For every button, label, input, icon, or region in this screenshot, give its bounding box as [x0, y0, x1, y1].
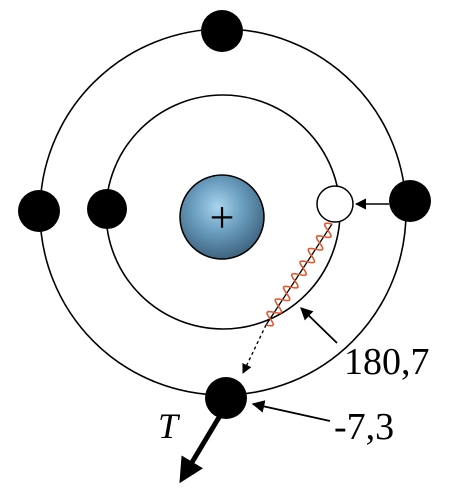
ejected-electron-arrow: [182, 414, 221, 479]
electron-outer-right: [389, 180, 431, 222]
pointer-transition-energy: [301, 308, 337, 343]
electron-inner-left: [87, 189, 127, 229]
nucleus-plus-sign: +: [210, 193, 235, 242]
vacancy-hole: [317, 186, 353, 222]
electron-outer-top: [201, 10, 243, 52]
label-transition-energy: 180,7: [344, 341, 430, 383]
dashed-arrow-to-electron: [243, 325, 266, 373]
label-ejected-electron: T: [158, 406, 181, 446]
electron-outer-bottom: [205, 377, 247, 419]
pointer-outer-energy: [253, 404, 330, 421]
electron-outer-left: [18, 190, 60, 232]
label-outer-energy: -7,3: [334, 406, 394, 448]
